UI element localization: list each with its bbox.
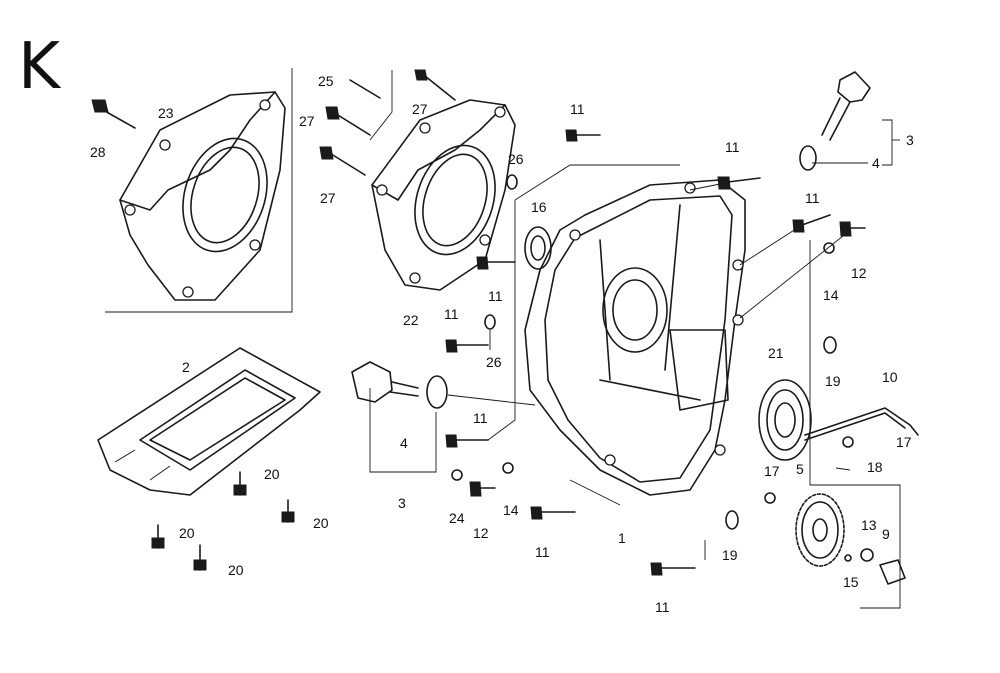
callout-27: 27 bbox=[412, 101, 428, 117]
washer-4-upper bbox=[799, 145, 817, 171]
callout-28: 28 bbox=[90, 144, 106, 160]
callout-9: 9 bbox=[882, 526, 890, 542]
callout-labels: 28 23 25 27 27 27 26 26 22 11 11 11 11 1… bbox=[90, 73, 914, 615]
callout-17: 17 bbox=[764, 463, 780, 479]
callout-13: 13 bbox=[861, 517, 877, 533]
callout-12: 12 bbox=[851, 265, 867, 281]
callout-10: 10 bbox=[882, 369, 898, 385]
callout-16: 16 bbox=[531, 199, 547, 215]
callout-11: 11 bbox=[655, 599, 670, 615]
crankcase-1 bbox=[524, 179, 746, 496]
callout-20: 20 bbox=[313, 515, 329, 531]
callout-25: 25 bbox=[318, 73, 334, 89]
callout-20: 20 bbox=[264, 466, 280, 482]
callout-11: 11 bbox=[805, 190, 820, 206]
callout-18: 18 bbox=[867, 459, 883, 475]
callout-26: 26 bbox=[486, 354, 502, 370]
oil-seal-16 bbox=[524, 226, 552, 270]
bearing-21 bbox=[758, 379, 812, 461]
callout-11: 11 bbox=[535, 544, 550, 560]
callout-22: 22 bbox=[403, 312, 419, 328]
callout-14: 14 bbox=[823, 287, 839, 303]
callout-17: 17 bbox=[896, 434, 912, 450]
callout-15: 15 bbox=[843, 574, 859, 590]
leader-lines bbox=[369, 119, 900, 560]
callout-1: 1 bbox=[618, 530, 626, 546]
callout-19: 19 bbox=[825, 373, 841, 389]
dipstick-3-lower bbox=[351, 361, 419, 403]
group-frame-lines bbox=[105, 68, 901, 609]
base-plate-2 bbox=[97, 347, 321, 496]
cover-plate-22 bbox=[371, 99, 516, 291]
dipstick-3-upper bbox=[821, 71, 871, 141]
washer-4-lower bbox=[426, 375, 448, 409]
callout-11: 11 bbox=[725, 139, 740, 155]
small-parts bbox=[451, 174, 906, 585]
callout-5: 5 bbox=[796, 461, 804, 477]
section-letter: K bbox=[18, 30, 62, 104]
callout-27: 27 bbox=[299, 113, 315, 129]
callout-12: 12 bbox=[473, 525, 489, 541]
callout-26: 26 bbox=[508, 151, 524, 167]
gear-5 bbox=[795, 493, 845, 567]
callout-27: 27 bbox=[320, 190, 336, 206]
callout-24: 24 bbox=[449, 510, 465, 526]
callout-20: 20 bbox=[228, 562, 244, 578]
callout-11: 11 bbox=[444, 306, 459, 322]
callout-2: 2 bbox=[182, 359, 190, 375]
callout-23: 23 bbox=[158, 105, 174, 121]
callout-19: 19 bbox=[722, 547, 738, 563]
callout-4: 4 bbox=[872, 155, 880, 171]
callout-20: 20 bbox=[179, 525, 195, 541]
callout-11: 11 bbox=[473, 410, 488, 426]
callout-21: 21 bbox=[768, 345, 784, 361]
callout-4: 4 bbox=[400, 435, 408, 451]
callout-11: 11 bbox=[570, 101, 585, 117]
callout-3: 3 bbox=[906, 132, 914, 148]
bolts bbox=[91, 69, 866, 576]
callout-11: 11 bbox=[488, 288, 503, 304]
callout-3: 3 bbox=[398, 495, 406, 511]
callout-14: 14 bbox=[503, 502, 519, 518]
shaft-10 bbox=[804, 407, 919, 441]
cover-plate-23 bbox=[119, 91, 286, 301]
